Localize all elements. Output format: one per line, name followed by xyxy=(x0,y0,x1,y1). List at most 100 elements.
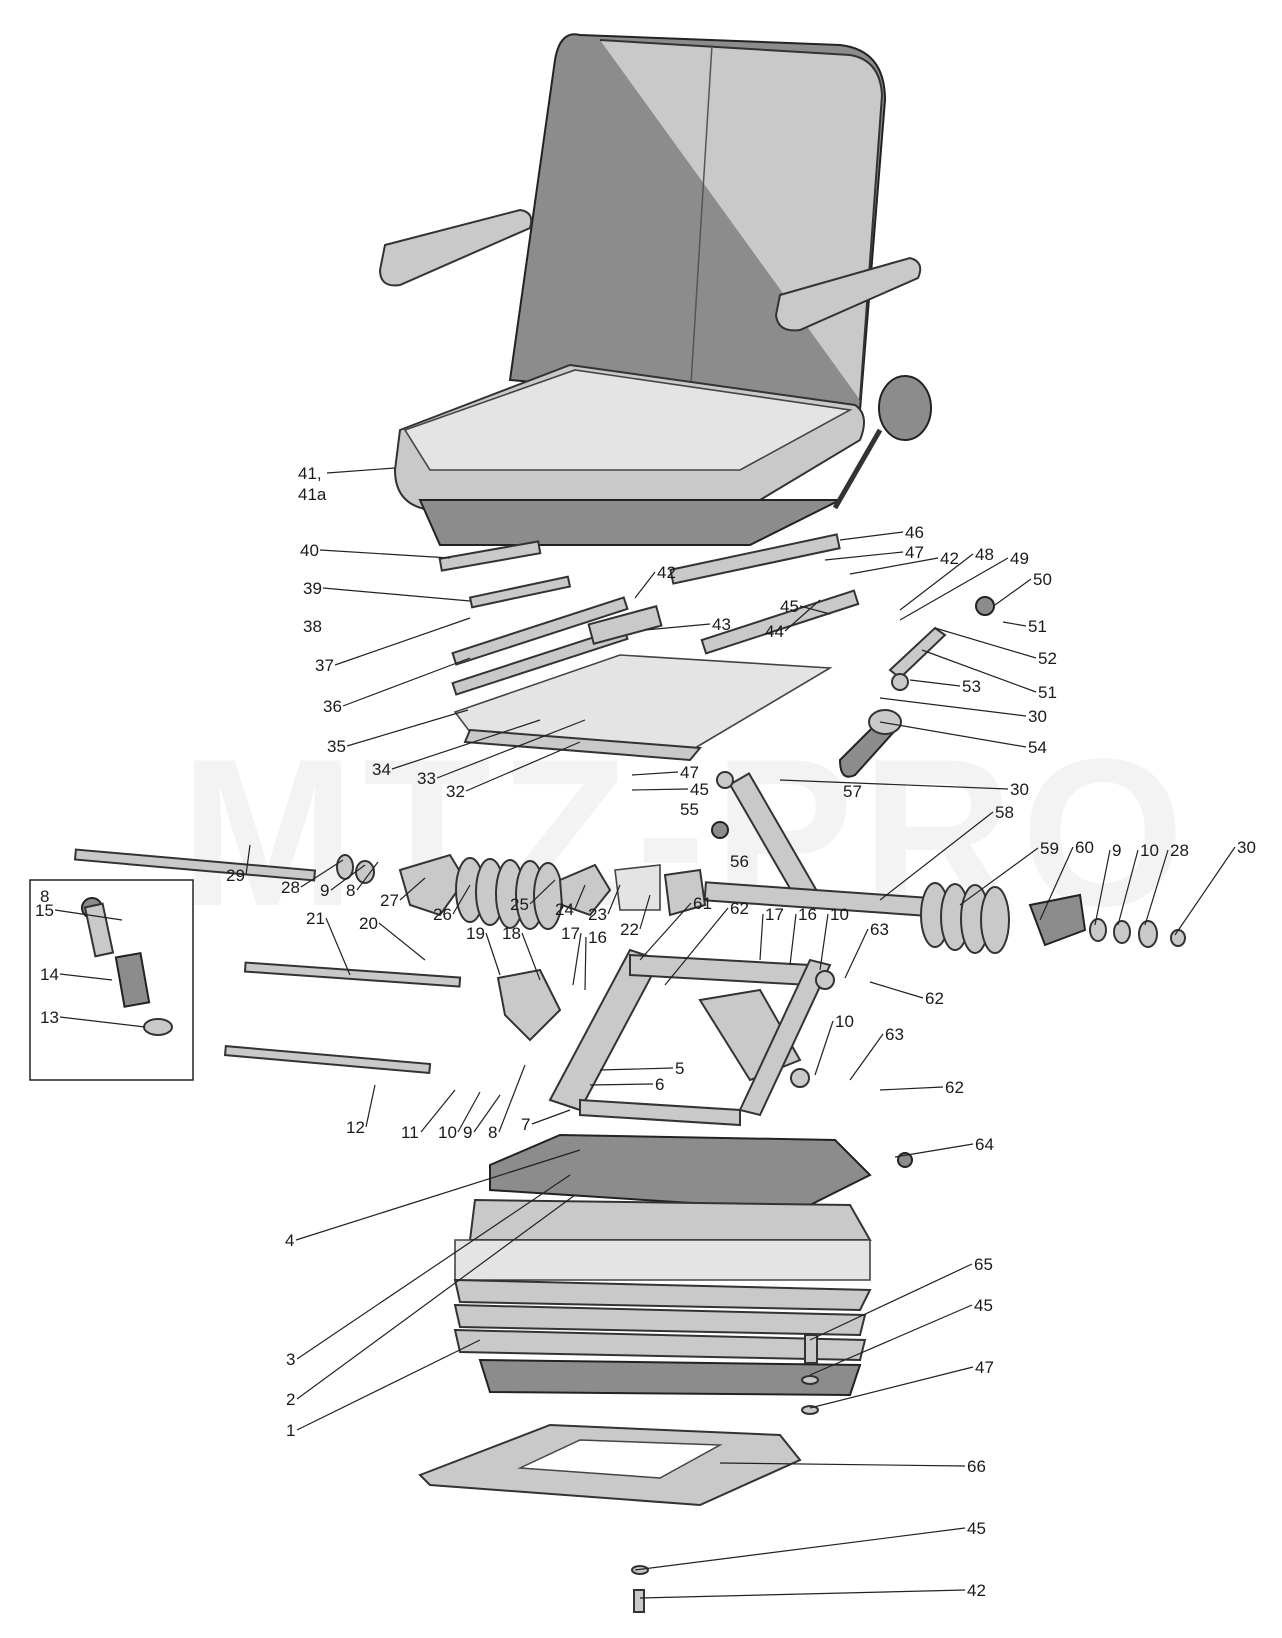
leader-line-l42b xyxy=(849,557,939,575)
callout-l45c: 45 xyxy=(974,1296,993,1315)
callout-l37: 37 xyxy=(315,656,334,675)
callout-l62b: 62 xyxy=(925,989,944,1008)
callout-l15: 15 xyxy=(35,901,54,920)
leader-line-l36 xyxy=(342,657,471,707)
leader-line-l10c xyxy=(814,1020,834,1076)
base-bottom xyxy=(478,1358,862,1397)
callout-l64: 64 xyxy=(975,1135,994,1154)
callout-l29: 29 xyxy=(226,866,245,885)
callout-l41: 41, xyxy=(298,464,322,483)
leader-line-l65 xyxy=(809,1263,973,1341)
leader-line-l10d xyxy=(457,1091,481,1133)
bracket-left xyxy=(398,853,467,917)
callout-l42c: 42 xyxy=(967,1581,986,1600)
leader-lines xyxy=(54,467,1236,1599)
leader-line-l12 xyxy=(365,1084,376,1128)
callout-l65: 65 xyxy=(974,1255,993,1274)
scissor-mechanism xyxy=(223,948,835,1127)
callout-l61: 61 xyxy=(693,894,712,913)
callout-l50: 50 xyxy=(1033,570,1052,589)
callout-l8a: 8 xyxy=(346,881,355,900)
callout-l59: 59 xyxy=(1040,839,1059,858)
leader-line-l43 xyxy=(644,623,711,631)
seat-assembly xyxy=(378,33,932,546)
callout-l53: 53 xyxy=(962,677,981,696)
lever-parts xyxy=(838,596,995,778)
callout-l7: 7 xyxy=(521,1115,530,1134)
leader-line-l51a xyxy=(1002,621,1027,627)
callout-l9c: 9 xyxy=(463,1123,472,1142)
leader-line-l1 xyxy=(296,1339,481,1431)
base-top-plate xyxy=(489,1133,872,1212)
leader-line-l22 xyxy=(639,894,651,930)
callout-l66: 66 xyxy=(967,1457,986,1476)
callout-l19: 19 xyxy=(466,924,485,943)
callout-l1: 1 xyxy=(286,1421,295,1440)
coil-spring-right xyxy=(920,882,1010,954)
leader-line-l42a xyxy=(634,571,656,599)
callout-l40: 40 xyxy=(300,541,319,560)
callout-l51a: 51 xyxy=(1028,617,1047,636)
leader-line-l3 xyxy=(296,1174,571,1360)
leader-line-l59 xyxy=(959,847,1039,906)
callout-l21: 21 xyxy=(306,909,325,928)
callout-l26: 26 xyxy=(433,905,452,924)
callout-l63b: 63 xyxy=(885,1025,904,1044)
seat-lower-shell xyxy=(418,499,841,546)
callout-l30b: 30 xyxy=(1010,780,1029,799)
callout-l18: 18 xyxy=(502,924,521,943)
callout-l8b: 8 xyxy=(40,887,49,906)
leader-line-l62b xyxy=(869,981,924,999)
leader-line-l6 xyxy=(589,1083,654,1086)
leader-line-l10a xyxy=(1117,849,1139,926)
callout-l43: 43 xyxy=(712,615,731,634)
leader-line-l28b xyxy=(1144,849,1169,926)
leader-line-l46 xyxy=(839,531,904,541)
callout-l12: 12 xyxy=(346,1118,365,1137)
callout-l16a: 16 xyxy=(798,905,817,924)
leader-line-l34 xyxy=(391,719,541,770)
leader-line-l23 xyxy=(607,884,621,915)
callout-l62c: 62 xyxy=(945,1078,964,1097)
callout-l28a: 28 xyxy=(281,878,300,897)
leader-line-l32 xyxy=(465,741,581,792)
leader-line-l20 xyxy=(378,922,426,961)
leader-line-l53 xyxy=(909,679,961,687)
leader-line-l16a xyxy=(789,913,797,966)
leader-line-l41 xyxy=(326,467,396,474)
backrest-adjust-knob xyxy=(878,375,932,441)
leader-line-l64 xyxy=(894,1143,974,1158)
leader-line-l17a xyxy=(759,913,764,961)
leader-line-l26 xyxy=(452,884,471,915)
callout-l44: 44 xyxy=(765,622,784,641)
leader-line-l45d xyxy=(634,1527,966,1571)
callout-l45b: 45 xyxy=(690,780,709,799)
callout-l10c: 10 xyxy=(835,1012,854,1031)
leader-line-l58 xyxy=(879,811,994,901)
leader-line-l33 xyxy=(436,719,586,779)
callout-l17b: 17 xyxy=(561,924,580,943)
callout-l58: 58 xyxy=(995,803,1014,822)
mounting-plate xyxy=(418,1334,819,1613)
leader-line-l2 xyxy=(296,1194,576,1400)
leader-line-l8a xyxy=(356,861,379,891)
bellows-1 xyxy=(453,1278,872,1312)
leader-line-l11 xyxy=(420,1089,456,1133)
leader-line-l18 xyxy=(521,932,541,981)
inset-detail xyxy=(29,879,194,1081)
leader-line-l45a xyxy=(799,605,831,615)
leader-line-l9a xyxy=(330,864,366,891)
leader-line-l40 xyxy=(319,549,451,559)
callout-l49: 49 xyxy=(1010,549,1029,568)
leader-line-l51b xyxy=(921,649,1037,693)
seat-cushion-top xyxy=(403,369,853,471)
leader-line-l10b xyxy=(819,913,829,971)
callout-l8c: 8 xyxy=(488,1123,497,1142)
callout-l3: 3 xyxy=(286,1350,295,1369)
bracket-right xyxy=(1028,893,1087,947)
callout-l10d: 10 xyxy=(438,1123,457,1142)
leader-line-l15 xyxy=(54,909,123,921)
bellows-2 xyxy=(453,1303,867,1337)
